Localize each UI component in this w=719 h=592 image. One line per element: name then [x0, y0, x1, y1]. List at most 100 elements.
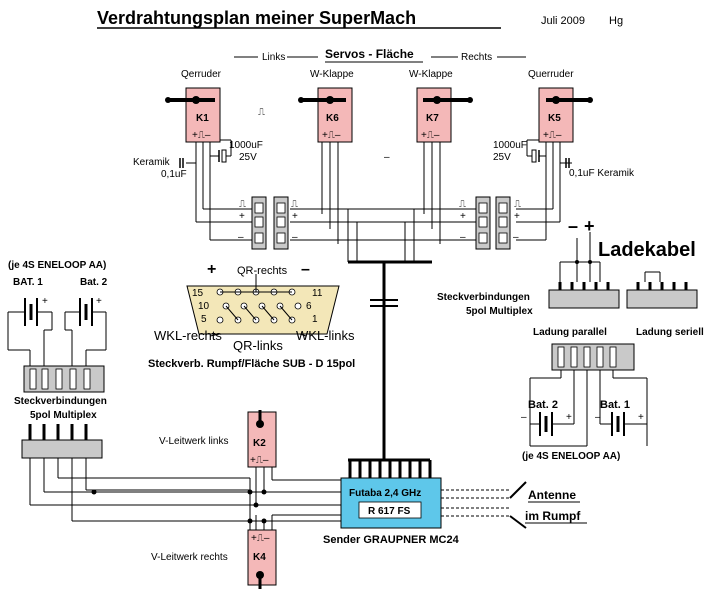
dsub-minus-sign: –: [301, 261, 310, 278]
ladung-seriell-label: Ladung seriell: [636, 327, 704, 338]
svg-text:K7: K7: [426, 113, 439, 124]
left-power-wiring: [29, 458, 341, 560]
svg-text:K4: K4: [253, 552, 266, 563]
wing-servo-wiring: [186, 139, 572, 460]
svg-text:+⎍–: +⎍–: [251, 533, 270, 544]
dsub-pointer-1: [209, 333, 221, 337]
dsub-connector: 15 10 5 11 6 1: [186, 274, 340, 335]
links-label: Links: [262, 52, 285, 63]
servo-k6-name: W-Klappe: [310, 69, 354, 80]
yconn-left-pulse: ⎍: [239, 199, 246, 210]
servo-k7: K7 +⎍–: [416, 87, 473, 143]
svg-text:6: 6: [306, 301, 312, 312]
yconn-left-plus: +: [239, 211, 245, 222]
page-title: Verdrahtungsplan meiner SuperMach: [97, 8, 416, 28]
right-conn-label-1: Steckverbindungen: [437, 292, 530, 303]
right-bat1-label: Bat. 1: [600, 399, 630, 411]
svg-text:K6: K6: [326, 113, 339, 124]
right-bat2-minus: –: [521, 412, 527, 423]
yconn-right-pulse: ⎍: [459, 199, 466, 210]
svg-text:+⎍–: +⎍–: [322, 130, 341, 141]
wing-heading: Servos - Fläche: [325, 47, 414, 61]
svg-text:10: 10: [198, 301, 210, 312]
yconn-right-minus: –: [460, 232, 466, 243]
antenna-wires: [441, 481, 527, 529]
dsub-wkl-links: WKL-links: [296, 328, 355, 343]
servo-k1: K1 +⎍–: [165, 87, 221, 143]
receiver-connectors: [348, 458, 432, 478]
servo-k5-name: Querruder: [528, 69, 574, 80]
cap-left-voltage: 25V: [239, 152, 257, 163]
left-bat2-label: Bat. 2: [80, 277, 108, 288]
ladekabel-plus: +: [584, 216, 595, 236]
yconn-left-b-pulse: ⎍: [291, 199, 298, 210]
left-multiplex-plug: [21, 424, 103, 459]
left-battery-heading: (je 4S ENELOOP AA): [8, 260, 106, 271]
receiver-line1: Futaba 2,4 GHz: [349, 488, 421, 499]
left-multiplex-connector: [23, 365, 105, 393]
left-conn-label-2: 5pol Multiplex: [30, 410, 97, 421]
servo-k7-name: W-Klappe: [409, 69, 453, 80]
cap-right-value: 1000uF: [493, 140, 527, 151]
svg-text:K5: K5: [548, 113, 561, 124]
svg-text:K1: K1: [196, 113, 209, 124]
ladekabel-wires: [559, 232, 661, 282]
left-bat1-label: BAT. 1: [13, 277, 43, 288]
servo-k6: K6 +⎍–: [298, 87, 353, 143]
svg-text:K2: K2: [253, 438, 266, 449]
svg-text:+⎍–: +⎍–: [421, 130, 440, 141]
yconn-right-plus: +: [460, 211, 466, 222]
cap-right-ceramic-label: 0,1uF Keramik: [569, 168, 635, 179]
dsub-pointer-2: [299, 333, 307, 337]
dsub-label: Steckverb. Rumpf/Fläche SUB - D 15pol: [148, 358, 355, 370]
left-bat2-plus: +: [96, 296, 102, 307]
cap-right-voltage: 25V: [493, 152, 511, 163]
svg-text:+⎍–: +⎍–: [543, 130, 562, 141]
left-conn-label-1: Steckverbindungen: [14, 396, 107, 407]
left-bat1-plus: +: [42, 296, 48, 307]
servo-k5: K5 +⎍–: [538, 87, 593, 143]
left-battery-cells: [7, 298, 107, 368]
y-connector-left-b: [273, 196, 289, 250]
servo-k2: K2 +⎍–: [247, 410, 341, 508]
date-label: Juli 2009: [541, 15, 585, 27]
yconn-left-b-minus: –: [292, 232, 298, 243]
dsub-plus-sign: +: [207, 261, 216, 278]
right-conn-label-2: 5pol Multiplex: [466, 306, 533, 317]
minus-mark-center: –: [384, 152, 390, 163]
transmitter-label: Sender GRAUPNER MC24: [323, 534, 460, 546]
yconn-left-b-plus: +: [292, 211, 298, 222]
dsub-wkl-rechts: WKL-rechts: [154, 328, 222, 343]
right-multiplex-connector-serial: [626, 282, 698, 309]
servo-k4: +⎍– K4: [247, 514, 341, 589]
svg-text:15: 15: [192, 288, 204, 299]
svg-text:+⎍–: +⎍–: [250, 455, 269, 466]
antenna-label-1: Antenne: [528, 488, 576, 502]
ladung-parallel-label: Ladung parallel: [533, 327, 607, 338]
svg-text:5: 5: [201, 314, 207, 325]
yconn-right-b-minus: –: [513, 232, 519, 243]
right-multiplex-socket: [551, 343, 635, 371]
right-bat1-minus: –: [595, 412, 601, 423]
servo-k1-name: Qerruder: [181, 69, 222, 80]
right-bat1-plus: +: [638, 412, 644, 423]
dsub-qr-links: QR-links: [233, 338, 283, 353]
yconn-right-b-pulse: ⎍: [514, 199, 521, 210]
capacitor-left-ceramic: [179, 158, 184, 168]
y-connector-left-a: [251, 196, 267, 250]
right-battery-note: (je 4S ENELOOP AA): [522, 451, 620, 462]
right-bat2-plus: +: [566, 412, 572, 423]
dsub-qr-rechts: QR-rechts: [237, 265, 288, 277]
svg-text:+⎍–: +⎍–: [192, 130, 211, 141]
ladekabel-label: Ladekabel: [598, 239, 696, 261]
author-label: Hg: [609, 15, 623, 27]
cap-left-ceramic-value: 0,1uF: [161, 169, 187, 180]
servo-k2-name: V-Leitwerk links: [159, 436, 228, 447]
cap-left-ceramic-type: Keramik: [133, 157, 171, 168]
antenna-label-2: im Rumpf: [525, 509, 581, 523]
rechts-label: Rechts: [461, 52, 492, 63]
ladekabel-minus: –: [568, 216, 578, 236]
right-battery-wiring: [529, 370, 648, 447]
yconn-left-minus: –: [238, 232, 244, 243]
